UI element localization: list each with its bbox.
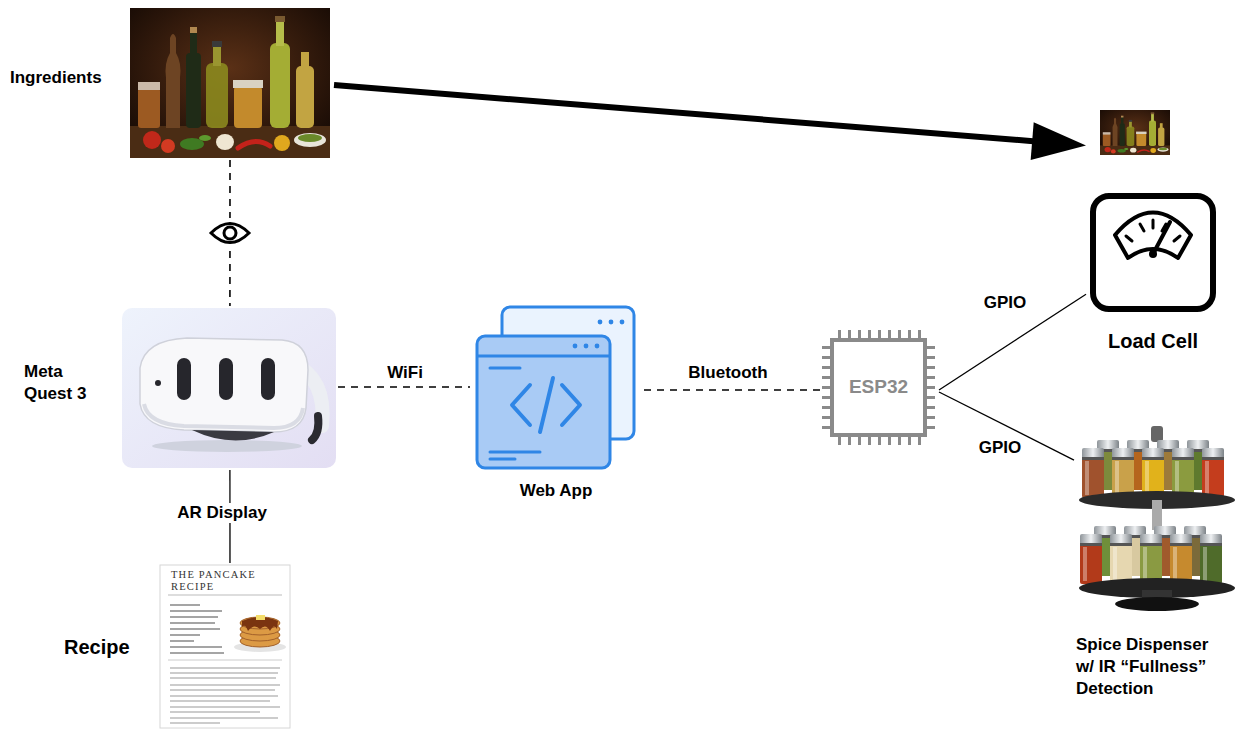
web-app-icon [609, 320, 614, 325]
spice-rack-photo [1172, 448, 1194, 498]
link-label: GPIO [981, 293, 1030, 313]
link-label: Bluetooth [685, 363, 770, 383]
spice-rack-photo [1202, 448, 1224, 498]
web-app-icon [512, 378, 580, 432]
link-label: WiFi [384, 363, 426, 383]
eye-symbol [207, 218, 253, 248]
headset-photo [312, 416, 318, 440]
connector-line [334, 85, 1033, 141]
eye-symbol [224, 227, 236, 239]
connector-line [644, 389, 820, 391]
ingredients-thumbnail [1100, 110, 1170, 155]
web-app-icon [490, 368, 540, 459]
recipe-document [160, 565, 290, 728]
recipe-document [160, 565, 290, 728]
node-label: Web App [470, 481, 642, 501]
web-app-icon [573, 344, 578, 349]
connector [939, 392, 1074, 460]
web-app-icon [477, 336, 610, 468]
scale-icon [1093, 196, 1213, 309]
web-app-icon [477, 355, 610, 358]
headset-photo [144, 404, 303, 428]
spice-rack-photo [1152, 500, 1162, 530]
web-app-icon [477, 307, 634, 468]
spice-rack-photo [1110, 534, 1132, 584]
connector [334, 85, 1086, 160]
load-cell-node: Load Cell [1086, 104, 1222, 355]
spice-rack-photo [1140, 534, 1162, 584]
web-app-icon [598, 320, 603, 325]
spice-rack-photo [1115, 597, 1199, 611]
web-app-node: Web App [470, 303, 644, 503]
headset-photo [122, 308, 336, 468]
headset-photo [155, 380, 161, 386]
node-label: Meta Quest 3 [24, 361, 98, 405]
recipe-document [168, 595, 282, 596]
link-label: AR Display [174, 503, 270, 523]
node-label: ESP32 [820, 375, 937, 398]
connector [644, 389, 820, 390]
headset-photo [177, 358, 191, 400]
headset-photo [261, 358, 275, 400]
headset-photo [192, 430, 274, 441]
node-label: Recipe [64, 635, 130, 659]
eye-symbol [211, 224, 249, 243]
scale-icon [1093, 196, 1213, 309]
spice-rack-photo [1142, 448, 1164, 498]
ingredients-thumbnail [1100, 110, 1170, 155]
document-title: THE PANCAKE RECIPE [171, 569, 283, 593]
connector [338, 387, 470, 388]
spice-dispenser-node: Spice Dispenser w/ IR “Fullness” Detecti… [1074, 422, 1234, 704]
spice-rack-photo [1200, 534, 1222, 584]
web-app-icon [620, 320, 625, 325]
recipe-document [170, 668, 280, 723]
scale-icon [1153, 222, 1170, 254]
web-app-icon [584, 344, 589, 349]
web-app-icon [595, 344, 600, 349]
connector-line [338, 386, 470, 388]
connector-line [939, 392, 1074, 460]
headset-photo [152, 440, 302, 452]
ingredients-photo [130, 8, 330, 158]
recipe-document [170, 605, 224, 653]
spice-rack-photo [1170, 534, 1192, 584]
scale-icon [1149, 250, 1157, 258]
arrowhead [1031, 122, 1086, 160]
spice-rack-photo [1080, 534, 1102, 584]
link-label: GPIO [976, 438, 1025, 458]
eye-symbol [207, 218, 253, 248]
ingredients-photo [130, 8, 330, 158]
recipe-document [256, 615, 265, 620]
headset-photo [219, 358, 233, 400]
spice-rack-photo [1082, 448, 1104, 498]
spice-rack-photo [1112, 448, 1134, 498]
node-label: Spice Dispenser w/ IR “Fullness” Detecti… [1076, 634, 1218, 700]
node-label: Load Cell [1086, 329, 1220, 353]
headset-photo [140, 338, 308, 432]
scale-icon [1126, 220, 1180, 241]
spice-rack-photo [1151, 426, 1163, 442]
headset-node: Meta Quest 3 [22, 306, 338, 470]
node-label: Ingredients [10, 68, 102, 88]
headset-photo [122, 308, 336, 468]
scale-icon [1115, 213, 1191, 259]
spice-rack-photo [1079, 426, 1235, 611]
microcontroller-node: ESP32 [820, 328, 939, 447]
input-image-node: Ingredients [8, 6, 334, 160]
recipe-document [168, 660, 282, 661]
